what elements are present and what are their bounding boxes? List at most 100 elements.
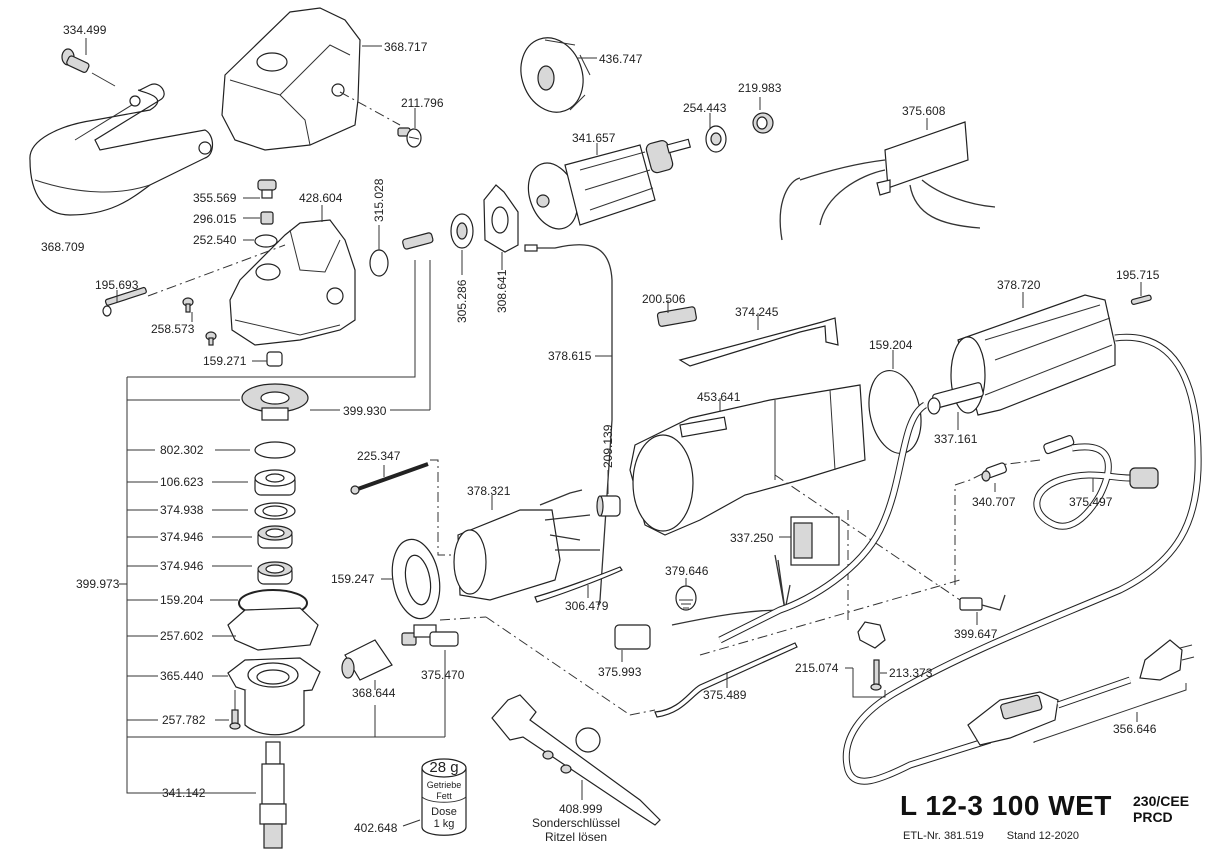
needle-bearing-part <box>266 351 283 367</box>
part-label-159247: 159.247 <box>331 572 375 586</box>
part-label-159204-top: 159.204 <box>869 338 913 352</box>
part-label-257782: 257.782 <box>162 713 206 727</box>
cable-grommet-part <box>927 382 984 415</box>
electronic-switch-part <box>790 516 840 566</box>
spring-part <box>260 211 274 225</box>
part-label-219983: 219.983 <box>738 81 782 95</box>
part-label-315028: 315.028 <box>372 178 386 222</box>
part-label-374245: 374.245 <box>735 305 779 319</box>
part-label-305286: 305.286 <box>455 279 469 323</box>
lock-button-part <box>257 179 277 199</box>
gear-housing-part <box>229 219 356 346</box>
water-connector-part <box>401 624 459 647</box>
part-label-195693: 195.693 <box>95 278 139 292</box>
ball-bearing-254443-part <box>705 125 727 153</box>
part-label-355569: 355.569 <box>193 191 237 205</box>
part-label-308641: 308.641 <box>495 269 509 313</box>
part-label-225347: 225.347 <box>357 449 401 463</box>
prcd-unit-part <box>967 639 1195 746</box>
part-label-453641: 453.641 <box>697 390 741 404</box>
wire-378615-part <box>530 244 613 606</box>
grease-can-part <box>421 758 467 836</box>
revision-date: Stand 12-2020 <box>1006 830 1079 842</box>
part-label-296015: 296.015 <box>193 212 237 226</box>
screw-257782-part <box>229 709 241 730</box>
part-label-368709: 368.709 <box>41 240 85 254</box>
switch-slider-part <box>656 306 697 327</box>
wrench-line2: Ritzel lösen <box>545 830 608 844</box>
part-label-211796: 211.796 <box>401 96 444 110</box>
part-label-378321: 378.321 <box>467 484 511 498</box>
variant-line2: PRCD <box>1133 809 1173 825</box>
part-label-436747: 436.747 <box>599 52 643 66</box>
screw-195715-part <box>1130 294 1152 305</box>
part-label-375497: 375.497 <box>1069 495 1113 509</box>
insulating-disc-part <box>391 538 441 620</box>
part-label-258573: 258.573 <box>151 322 195 336</box>
stator-part <box>453 489 600 601</box>
water-tube-part <box>654 642 798 718</box>
wrench-line1: Sonderschlüssel <box>532 816 621 830</box>
model-variant: 230/CEE PRCD <box>1133 793 1189 825</box>
part-label-254443: 254.443 <box>683 101 727 115</box>
switch-rod-part <box>678 317 839 367</box>
part-label-374946-b: 374.946 <box>160 559 204 573</box>
part-label-402648: 402.648 <box>354 821 398 835</box>
part-label-106623: 106.623 <box>160 475 204 489</box>
part-label-399930: 399.930 <box>343 404 387 418</box>
part-label-200506: 200.506 <box>642 292 686 306</box>
long-screw-part <box>350 462 429 495</box>
circlip-part <box>254 441 296 459</box>
part-label-375608: 375.608 <box>902 104 946 118</box>
screw-258573-part <box>182 297 217 346</box>
part-label-428604: 428.604 <box>299 191 343 205</box>
part-label-334499: 334.499 <box>63 23 107 37</box>
screw-334499-part <box>61 48 90 73</box>
grease-label-line4: 1 kg <box>433 818 455 830</box>
part-label-368717: 368.717 <box>384 40 428 54</box>
cable-clamp-part <box>857 621 886 649</box>
carbon-brush-part <box>402 232 434 250</box>
part-label-215074: 215.074 <box>795 661 839 675</box>
special-wrench-part <box>491 694 661 826</box>
part-label-379646: 379.646 <box>665 564 709 578</box>
spindle-part <box>259 741 287 849</box>
part-label-257602: 257.602 <box>160 629 204 643</box>
fan-part <box>520 37 591 113</box>
o-ring-252540-part <box>254 234 278 248</box>
grease-amount: 28 g <box>429 759 459 776</box>
part-label-306479: 306.479 <box>565 599 609 613</box>
etl-number: ETL-Nr. 381.519 <box>903 830 984 842</box>
part-label-159271: 159.271 <box>203 354 247 368</box>
o-ring-315028-part <box>369 249 389 277</box>
part-label-337250: 337.250 <box>730 531 774 545</box>
document-footer: ETL-Nr. 381.519 Stand 12-2020 <box>903 830 1099 842</box>
handle-bow-part <box>29 83 214 216</box>
part-label-374946-a: 374.946 <box>160 530 204 544</box>
bearing-plate-part <box>483 184 519 253</box>
bearing-flange-part <box>227 657 321 736</box>
part-label-375489: 375.489 <box>703 688 747 702</box>
part-label-213373: 213.373 <box>889 666 933 680</box>
bearing-bushing-part <box>752 112 774 134</box>
wrench-description: Sonderschlüssel Ritzel lösen <box>532 816 620 844</box>
washer-part <box>254 502 296 520</box>
ground-symbol-part <box>675 585 697 611</box>
part-label-341657: 341.657 <box>572 131 616 145</box>
part-label-195715: 195.715 <box>1116 268 1160 282</box>
variant-line1: 230/CEE <box>1133 793 1190 809</box>
part-label-375993: 375.993 <box>598 665 642 679</box>
part-label-209139: 209.139 <box>601 424 615 468</box>
screw-195693-part <box>102 286 147 317</box>
power-cable <box>718 333 1202 785</box>
sensor-module-part <box>959 594 1006 611</box>
ball-bearing-106623-part <box>254 469 296 496</box>
part-label-378720: 378.720 <box>997 278 1041 292</box>
motor-housing-part <box>629 384 866 536</box>
grease-label-line3: Dose <box>431 806 457 818</box>
water-hose-part <box>1033 434 1159 530</box>
wire-terminal <box>524 244 538 252</box>
insulating-tube-part <box>534 566 623 603</box>
